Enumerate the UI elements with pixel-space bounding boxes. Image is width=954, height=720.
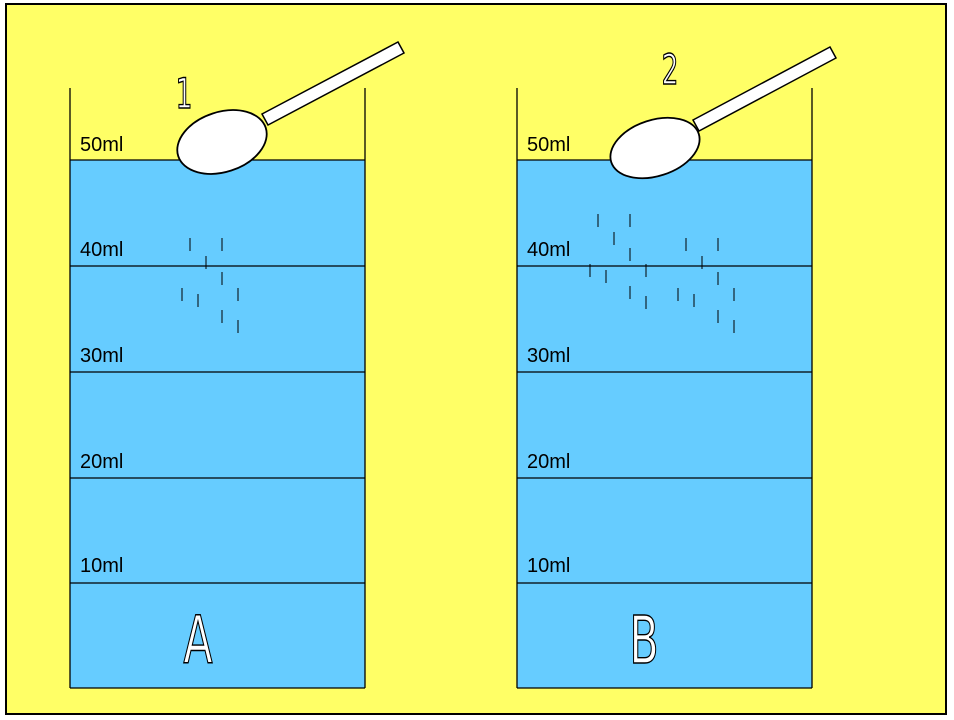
beaker-a-graduation-50ml: 50ml [80, 134, 123, 156]
beaker-a-water [70, 160, 365, 688]
spoon-icon [260, 40, 406, 127]
spoon-bowl [609, 116, 701, 180]
beaker-b-graduation-20ml: 20ml [527, 451, 570, 473]
beaker-a-graduation-20ml: 20ml [80, 451, 123, 473]
beaker-a: 50ml 40ml 30ml 20ml 10ml A 1 [69, 40, 406, 689]
spoon-2-number: 2 [662, 45, 679, 95]
beaker-b-graduation-30ml: 30ml [527, 345, 570, 367]
beaker-a-label: A [183, 602, 212, 679]
spoon-bowl [176, 109, 268, 175]
spoon-1 [176, 40, 406, 175]
beaker-b-graduation-40ml: 40ml [527, 239, 570, 261]
spoon-2 [609, 45, 838, 180]
beaker-b-graduation-10ml: 10ml [527, 555, 570, 577]
beaker-a-graduation-30ml: 30ml [80, 345, 123, 367]
beaker-a-solute-marks [181, 238, 239, 333]
beaker-b-graduation-50ml: 50ml [527, 134, 570, 156]
beaker-b-label: B [629, 602, 658, 679]
beaker-a-graduation-10ml: 10ml [80, 555, 123, 577]
spoon-icon [691, 45, 838, 133]
beaker-b: 50ml 40ml 30ml 20ml 10ml B [516, 44, 838, 689]
beaker-b-water [517, 160, 812, 688]
beaker-a-graduation-40ml: 40ml [80, 239, 123, 261]
beaker-b-solute-marks [589, 214, 735, 333]
spoon-1-number: 1 [176, 69, 193, 119]
